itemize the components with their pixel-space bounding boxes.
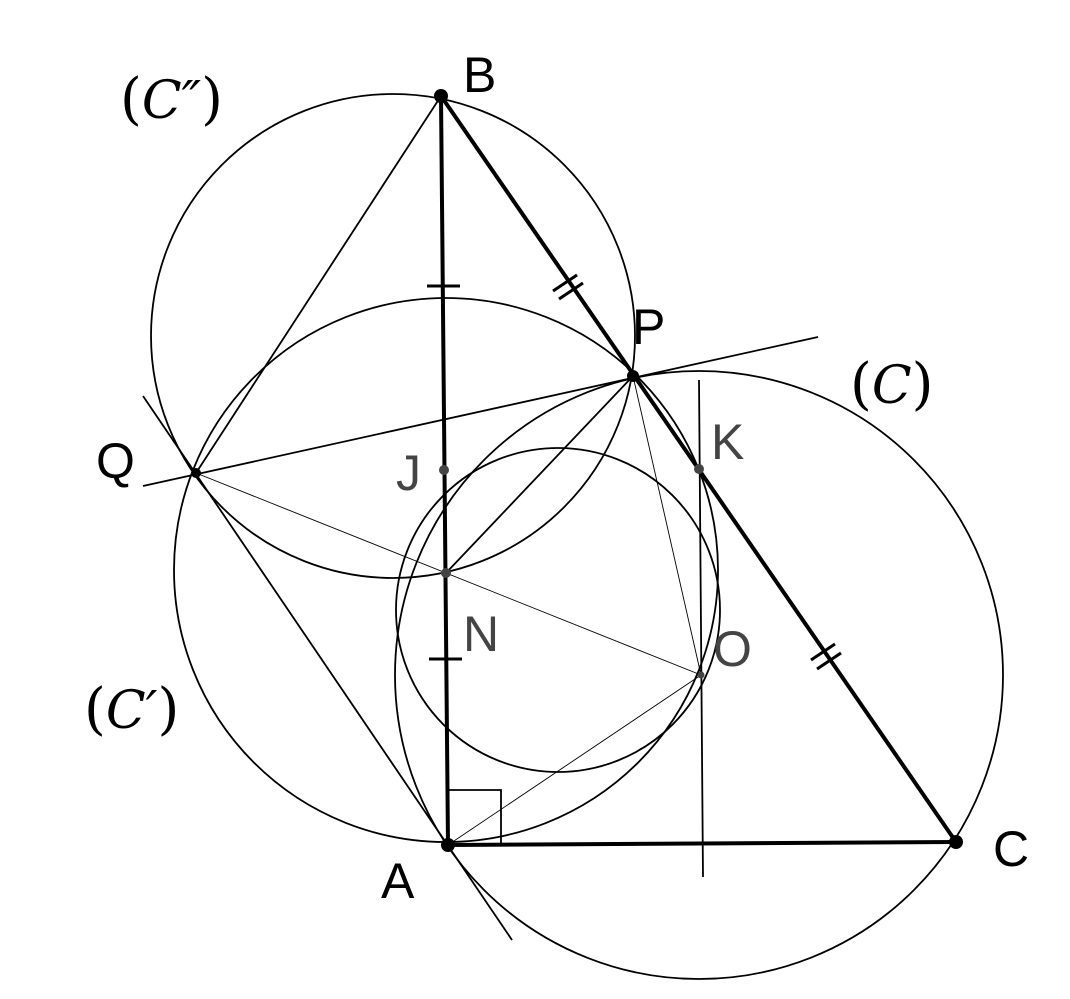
label-p: P [632, 299, 665, 355]
label-q: Q [96, 433, 135, 489]
point-k [694, 464, 704, 474]
label-a: A [381, 853, 415, 909]
point-a [441, 838, 455, 852]
segment-po [632, 375, 702, 676]
point-b [434, 89, 448, 103]
label-circle-c: (C) [850, 352, 934, 417]
label-n: N [463, 606, 499, 662]
label-j: J [396, 445, 421, 501]
point-c [949, 835, 963, 849]
point-q [191, 468, 201, 478]
point-o [697, 671, 705, 679]
label-circle-c-double-prime-name: C″ [142, 71, 202, 131]
line-ok [698, 379, 704, 878]
right-angle-marker [449, 789, 502, 843]
label-o: O [713, 621, 752, 677]
point-p [627, 370, 639, 382]
double-tick-kc [810, 642, 842, 671]
double-tick-bp [552, 273, 584, 301]
segment-np [445, 375, 634, 574]
segment-ao [447, 674, 702, 846]
tangent-at-q-and-a [142, 395, 513, 941]
label-c: C [993, 821, 1029, 877]
point-j [439, 465, 449, 475]
label-b: B [463, 47, 496, 103]
line-pq [142, 336, 819, 487]
label-k: K [711, 414, 744, 470]
point-n [441, 568, 451, 578]
label-circle-c-double-prime: (C″) [120, 67, 223, 132]
circle-through-a-p-o [395, 447, 721, 773]
label-circle-c-prime: (C′) [84, 677, 179, 742]
circle-c [394, 370, 1004, 980]
side-ac [447, 840, 957, 847]
label-circle-c-name: C [872, 356, 912, 416]
label-circle-c-prime-name: C′ [106, 681, 158, 741]
circle-c-double-prime [150, 93, 636, 579]
segment-bq [195, 95, 442, 474]
